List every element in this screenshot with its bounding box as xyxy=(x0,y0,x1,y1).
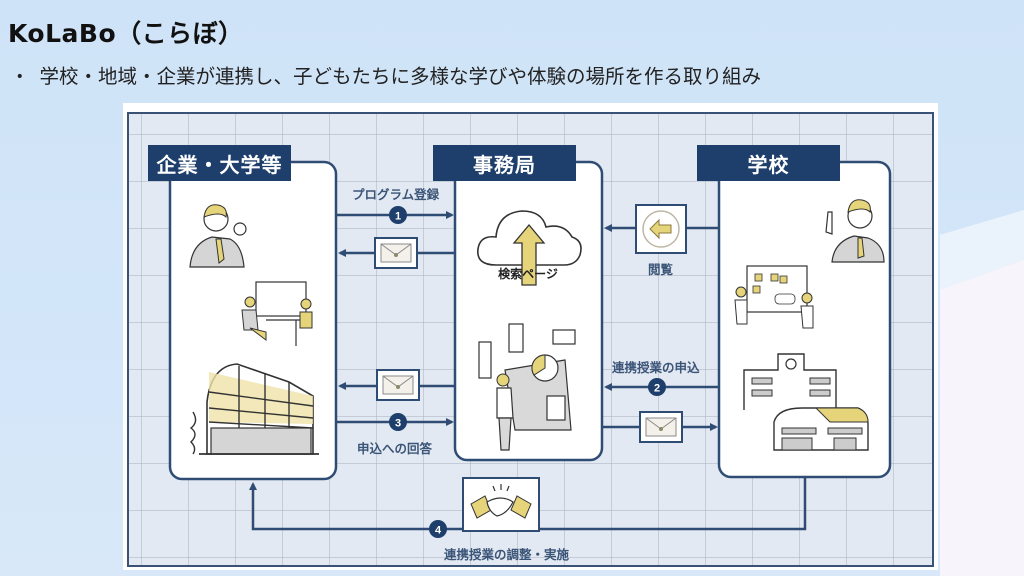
svg-text:1: 1 xyxy=(395,211,401,223)
step-badge-2: 2 xyxy=(648,378,666,396)
envelope-icon xyxy=(376,369,420,401)
svg-text:4: 4 xyxy=(435,525,442,537)
svg-text:2: 2 xyxy=(654,383,660,395)
businessman-icon xyxy=(189,204,247,268)
slide-title: KoLaBo（こらぼ） xyxy=(8,19,244,48)
flow-3-label: 申込への回答 xyxy=(357,441,433,456)
bullet-marker: ・ xyxy=(10,65,30,88)
office-building-icon xyxy=(189,363,319,455)
companies-header: 企業・大学等 xyxy=(148,145,291,181)
step-badge-4: 4 xyxy=(429,520,447,538)
analyst-dashboard-icon xyxy=(478,323,576,451)
bullet-text: 学校・地域・企業が連携し、子どもたちに多様な学びや体験の場所を作る取り組み xyxy=(39,65,762,88)
handshake-icon xyxy=(462,477,540,532)
school-building-icon xyxy=(743,353,869,451)
envelope-icon xyxy=(639,411,683,443)
svg-text:3: 3 xyxy=(395,418,401,430)
secretariat-header: 事務局 xyxy=(433,145,576,181)
flow-browse-label: 閲覧 xyxy=(648,262,674,277)
classroom-whiteboard-icon xyxy=(734,265,814,329)
search-page-label: 検索ページ xyxy=(498,266,558,281)
school-header: 学校 xyxy=(697,145,840,181)
arrow-left-circle-icon xyxy=(635,204,687,254)
step-badge-3: 3 xyxy=(389,413,407,431)
envelope-icon xyxy=(374,237,418,269)
flow-4-label: 連携授業の調整・実施 xyxy=(444,547,570,562)
meeting-icon xyxy=(241,281,313,346)
cloud-upload-icon xyxy=(477,210,582,286)
slide-bullet: ・学校・地域・企業が連携し、子どもたちに多様な学びや体験の場所を作る取り組み xyxy=(10,60,761,89)
flow-1-label: プログラム登録 xyxy=(352,187,440,202)
step-badge-1: 1 xyxy=(389,206,407,224)
flow-2-label: 連携授業の申込 xyxy=(612,360,700,375)
teacher-icon xyxy=(825,199,885,263)
